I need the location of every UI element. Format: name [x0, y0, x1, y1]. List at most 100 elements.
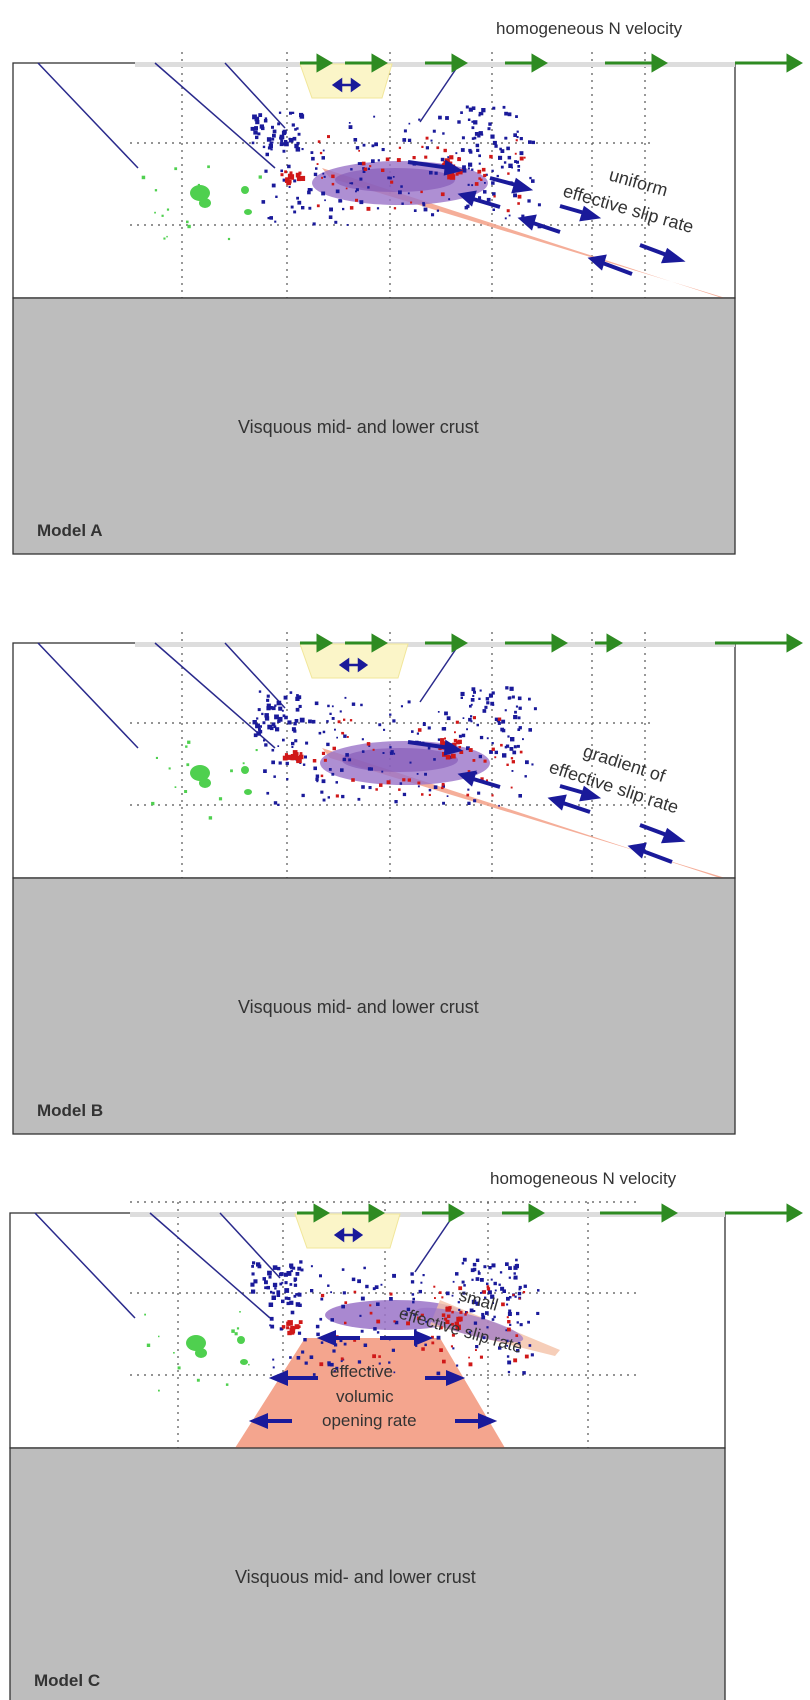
- seismicity-marker: [481, 1315, 486, 1320]
- seismicity-marker: [264, 1286, 267, 1290]
- seismicity-marker: [360, 703, 363, 707]
- seismicity-marker: [423, 207, 428, 212]
- seismicity-marker: [296, 196, 299, 200]
- seismicity-marker: [286, 1301, 290, 1306]
- seismicity-marker: [449, 755, 453, 759]
- seismicity-marker: [466, 793, 470, 797]
- seismicity-marker: [251, 1289, 256, 1294]
- seismicity-marker: [322, 172, 325, 175]
- velocity-arrows: [297, 1203, 803, 1223]
- seismicity-marker: [507, 1312, 512, 1316]
- seismicity-marker: [518, 1285, 522, 1289]
- seismicity-marker: [319, 1362, 324, 1367]
- seismicity-marker: [271, 722, 276, 727]
- seismicity-marker: [342, 757, 346, 762]
- seismicity-marker: [417, 781, 421, 785]
- seismicity-marker: [251, 1272, 255, 1276]
- seismicity-marker: [465, 105, 469, 109]
- seismicity-marker: [297, 1292, 302, 1297]
- seismicity-marker: [519, 137, 523, 141]
- seismicity-marker: [489, 750, 493, 754]
- lower-crust-box: [12, 297, 736, 555]
- seismicity-marker: [392, 176, 395, 178]
- seismicity-marker: [326, 720, 329, 723]
- seismicity-marker: [531, 763, 534, 766]
- seismicity-marker: [281, 709, 284, 712]
- seismicity-marker: [522, 1291, 526, 1294]
- seismicity-marker: [478, 177, 481, 180]
- seismicity-marker: [516, 160, 519, 164]
- double-arrow-icon: [331, 77, 362, 93]
- seismicity-marker: [392, 719, 396, 723]
- seismicity-marker: [270, 148, 273, 151]
- seismicity-marker: [506, 1296, 510, 1301]
- seismicity-marker: [501, 728, 506, 733]
- seismicity-marker: [271, 706, 276, 711]
- seismicity-marker: [498, 1283, 501, 1286]
- seismicity-marker: [276, 700, 282, 706]
- seismicity-marker: [442, 801, 445, 805]
- seismicity-marker: [484, 1296, 487, 1299]
- seismicity-marker: [289, 1356, 292, 1359]
- seismicity-marker: [367, 186, 370, 189]
- seismicity-marker: [283, 140, 288, 144]
- seismicity-marker: [342, 1291, 346, 1295]
- seismicity-marker: [463, 1284, 466, 1287]
- seismicity-marker: [433, 1285, 436, 1288]
- seismicity-marker: [455, 720, 459, 724]
- seismicity-marker: [494, 717, 499, 721]
- seismicity-marker: [255, 749, 258, 752]
- seismicity-marker: [361, 785, 365, 789]
- seismicity-marker: [316, 204, 320, 208]
- seismicity-marker: [533, 707, 537, 711]
- seismicity-marker: [348, 758, 352, 762]
- seismicity-marker: [275, 195, 278, 198]
- seismicity-marker: [293, 210, 297, 214]
- seismicity-marker: [309, 188, 313, 192]
- seismicity-marker: [372, 1354, 376, 1359]
- seismicity-marker: [515, 1334, 519, 1337]
- seismicity-marker: [486, 737, 489, 740]
- seismicity-marker: [425, 136, 429, 140]
- seismicity-marker: [327, 1361, 331, 1365]
- seismicity-marker: [475, 1258, 480, 1262]
- seismicity-marker: [452, 1347, 455, 1350]
- seismicity-marker: [311, 719, 316, 724]
- seismicity-marker: [270, 726, 274, 731]
- seismicity-marker: [456, 740, 460, 745]
- seismicity-marker: [389, 1292, 393, 1296]
- seismicity-marker: [462, 165, 466, 170]
- seismicity-marker: [438, 1291, 442, 1294]
- seismicity-marker: [422, 1274, 425, 1277]
- seismicity-marker: [320, 790, 324, 794]
- seismicity-marker: [335, 794, 339, 798]
- seismicity-marker: [490, 134, 495, 139]
- seismicity-marker: [376, 1302, 380, 1306]
- seismicity-marker: [473, 690, 476, 694]
- seismicity-marker: [301, 206, 305, 210]
- seismicity-marker: [161, 214, 164, 217]
- seismicity-marker: [372, 1287, 376, 1291]
- seismicity-marker: [264, 169, 268, 173]
- seismicity-marker: [290, 756, 295, 761]
- seismicity-marker: [336, 736, 338, 739]
- seismicity-marker: [434, 1297, 436, 1299]
- seismicity-marker: [332, 1349, 336, 1353]
- seismicity-marker: [475, 1349, 477, 1351]
- seismicity-cloud-core: [342, 748, 458, 772]
- seismicity-marker: [517, 194, 522, 199]
- seismicity-marker: [410, 1272, 414, 1276]
- seismicity-marker: [351, 702, 356, 706]
- seismicity-marker: [398, 146, 401, 149]
- seismicity-marker: [507, 1370, 511, 1374]
- seismicity-marker: [291, 746, 294, 748]
- seismicity-marker: [166, 208, 170, 211]
- seismicity-marker: [519, 750, 523, 754]
- seismicity-marker: [236, 1327, 240, 1330]
- seismicity-marker: [372, 748, 375, 751]
- seismicity-marker: [327, 796, 330, 799]
- seismicity-marker: [524, 1354, 529, 1359]
- seismicity-marker: [248, 1363, 250, 1366]
- seismicity-marker: [366, 206, 371, 211]
- seismicity-marker: [282, 178, 286, 182]
